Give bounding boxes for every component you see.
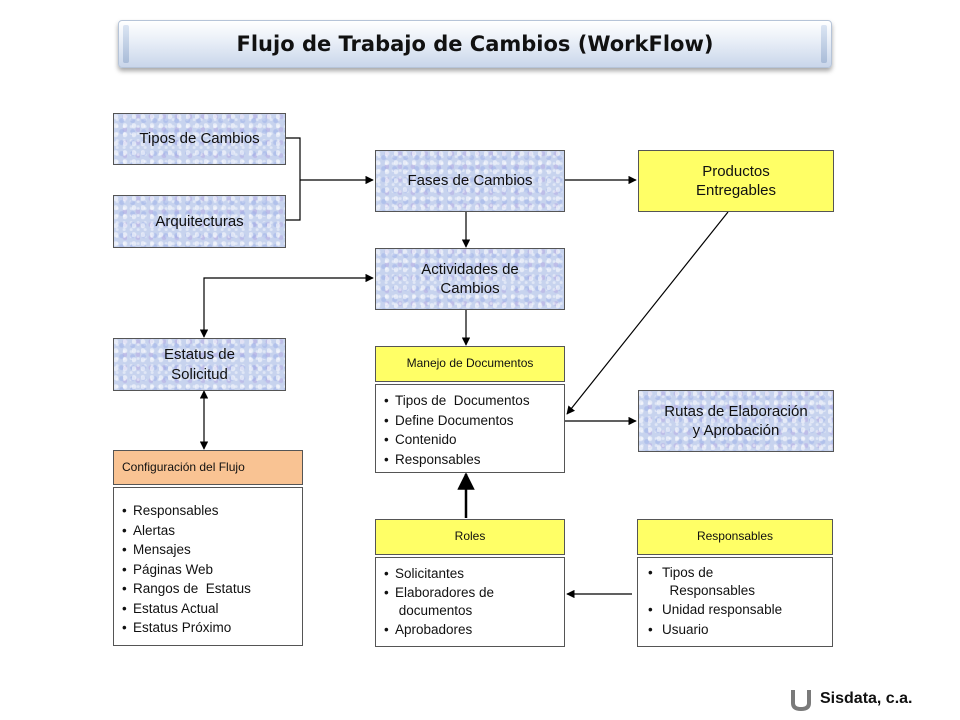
arquitecturas-box: Arquitecturas — [113, 195, 286, 248]
estatus-label-2: Solicitud — [171, 365, 228, 383]
title-banner: Flujo de Trabajo de Cambios (WorkFlow) — [118, 20, 832, 68]
actividades-label-1: Actividades de — [421, 260, 519, 278]
list-item: Estatus Actual — [122, 599, 302, 619]
list-item: Solicitantes — [384, 564, 564, 584]
brand-name: Sisdata, c.a. — [820, 690, 913, 707]
productos-entregables-box: Productos Entregables — [638, 150, 834, 212]
list-item: Contenido — [384, 430, 564, 450]
list-item: Rangos de Estatus — [122, 579, 302, 599]
arrow-productos-to-manejo — [566, 211, 729, 415]
responsables-list: Tipos de Responsables Unidad responsable… — [637, 557, 833, 647]
list-item: Usuario — [648, 620, 832, 640]
page-title: Flujo de Trabajo de Cambios (WorkFlow) — [236, 32, 714, 56]
manejo-documentos-list: Tipos de Documentos Define Documentos Co… — [375, 384, 565, 473]
configuracion-flujo-title: Configuración del Flujo — [122, 459, 245, 474]
list-item: Mensajes — [122, 540, 302, 560]
estatus-de-solicitud-box: Estatus de Solicitud — [113, 338, 286, 391]
estatus-label-1: Estatus de — [164, 346, 235, 363]
connector-tipos-bracket — [286, 137, 301, 221]
roles-header: Roles — [375, 519, 565, 555]
actividades-de-cambios-box: Actividades de Cambios — [375, 248, 565, 310]
configuracion-flujo-list: Responsables Alertas Mensajes Páginas We… — [113, 487, 303, 646]
manejo-documentos-title: Manejo de Documentos — [406, 356, 534, 371]
list-item: Tipos de Responsables — [648, 564, 832, 600]
tipos-de-cambios-label: Tipos de Cambios — [139, 130, 260, 148]
list-item: Páginas Web — [122, 560, 302, 580]
rutas-elaboracion-box: Rutas de Elaboración y Aprobación — [638, 390, 834, 452]
fases-de-cambios-label: Fases de Cambios — [407, 172, 533, 190]
list-item: Tipos de Documentos — [384, 391, 564, 411]
roles-list: Solicitantes Elaboradores de documentos … — [375, 557, 565, 647]
list-item: Define Documentos — [384, 411, 564, 431]
responsables-header: Responsables — [637, 519, 833, 555]
list-item: Responsables — [384, 450, 564, 470]
arrow-actividades-estatus — [199, 273, 374, 338]
productos-label-2: Entregables — [695, 182, 777, 199]
configuracion-flujo-header: Configuración del Flujo — [113, 450, 303, 485]
manejo-documentos-header: Manejo de Documentos — [375, 346, 565, 382]
actividades-label-2: Cambios — [440, 280, 500, 297]
list-item: Estatus Próximo — [122, 618, 302, 638]
rutas-label-2: y Aprobación — [692, 422, 780, 439]
responsables-title: Responsables — [696, 529, 774, 544]
list-item: Elaboradores de documentos — [384, 584, 564, 620]
roles-title: Roles — [454, 529, 486, 544]
rutas-label-1: Rutas de Elaboración — [664, 402, 808, 420]
list-item: Aprobadores — [384, 620, 564, 640]
tipos-de-cambios-box: Tipos de Cambios — [113, 113, 286, 165]
sisdata-logo-icon — [791, 690, 811, 712]
list-item: Unidad responsable — [648, 600, 832, 620]
fases-de-cambios-box: Fases de Cambios — [375, 150, 565, 212]
arquitecturas-label: Arquitecturas — [155, 212, 244, 230]
list-item: Alertas — [122, 521, 302, 541]
list-item: Responsables — [122, 501, 302, 521]
productos-label-1: Productos — [702, 162, 770, 180]
